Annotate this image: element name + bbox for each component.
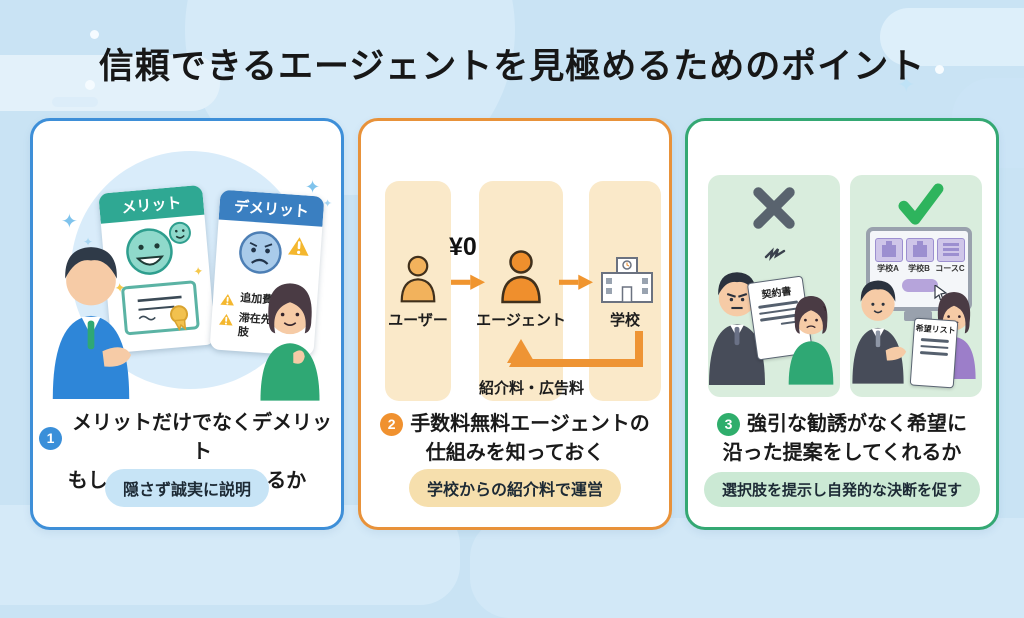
anger-mark-icon <box>764 247 786 261</box>
paper-line <box>920 338 949 343</box>
number-badge: 3 <box>717 412 740 436</box>
bg-wave-right <box>470 518 1024 618</box>
heading-line-1: メリットだけでなくデメリット <box>72 412 332 463</box>
sparkle-icon: ✦ <box>83 235 94 249</box>
option-label: 学校B <box>908 264 930 273</box>
worried-woman-illustration <box>788 295 834 385</box>
warning-icon <box>284 233 312 259</box>
panel-heading: 2 手数料無料エージェントの 仕組みを知っておく <box>367 409 663 468</box>
bad-example-card: 契約書 <box>708 175 840 397</box>
good-example-card: 学校A 学校B コースC <box>850 175 982 397</box>
sparkle-icon: ✦ <box>305 177 321 197</box>
agent-man-illustration <box>52 247 132 399</box>
summary-pill: 隠さず誠実に説明 <box>104 469 270 507</box>
sad-face-icon <box>239 231 312 274</box>
paper-line <box>920 344 949 349</box>
presenting-agent-illustration <box>852 280 907 384</box>
merit-demerit-illustration: ✦ ✦ ✦ ✦ メリット <box>43 131 333 401</box>
warning-icon <box>218 291 236 307</box>
certificate-icon <box>121 280 200 336</box>
node-label-agent: エージェント <box>476 312 566 329</box>
user-icon <box>400 255 436 303</box>
fee-label: ¥0 <box>449 233 477 261</box>
referral-return-arrow-icon <box>507 331 643 367</box>
pushy-agent-illustration <box>709 272 765 385</box>
demerit-item: 追加費用 <box>218 291 312 313</box>
arrow-right-icon <box>451 274 485 290</box>
sparkle-icon: ✦ <box>61 211 78 233</box>
school-icon <box>601 257 653 303</box>
sparkle-icon: ✦ <box>323 198 333 210</box>
svg-text:✦: ✦ <box>114 280 126 296</box>
select-button <box>902 279 938 292</box>
school-b-tile <box>906 238 934 262</box>
school-a-tile <box>875 238 903 262</box>
happy-woman-illustration <box>260 283 320 401</box>
panel-merit-demerit: ✦ ✦ ✦ ✦ メリット <box>30 118 344 530</box>
panel-heading: 3 強引な勧誘がなく希望に 沿った提案をしてくれるか <box>694 409 990 468</box>
merit-card: メリット ✦ ✦ <box>98 184 216 354</box>
heading-line-2: 仕組みを知っておく <box>425 441 605 464</box>
agent-icon <box>501 250 541 304</box>
panel-no-pressure: 契約書 <box>685 118 999 530</box>
building-icon <box>882 241 896 257</box>
node-label-school: 学校 <box>609 312 640 329</box>
heading-line-1: 手数料無料エージェントの <box>410 412 650 435</box>
building-icon <box>913 241 927 257</box>
happy-face-icon: ✦ ✦ <box>114 221 204 336</box>
list-icon <box>943 243 959 256</box>
wish-list-label: 希望リスト <box>915 323 956 336</box>
option-label: コースC <box>935 264 965 273</box>
proposal-illustration: 契約書 <box>698 131 986 399</box>
cross-icon <box>753 187 795 229</box>
course-c-tile <box>937 238 965 262</box>
demerit-card: デメリット 追加費用 <box>209 189 325 357</box>
referral-return-label: 紹介料・広告料 <box>479 380 585 397</box>
bg-dash <box>52 97 98 107</box>
summary-pill: 選択肢を提示し自発的な決断を促す <box>703 472 981 507</box>
heading-line-2: 沿った提案をしてくれるか <box>722 441 962 464</box>
node-label-user: ユーザー <box>388 312 448 329</box>
arrow-right-icon <box>559 274 593 290</box>
summary-pill: 学校からの紹介料で運営 <box>408 469 622 507</box>
monitor-stand <box>904 311 932 321</box>
heading-line-1: 強引な勧誘がなく希望に <box>747 412 967 435</box>
page-title: 信頼できるエージェントを見極めるためのポイント <box>98 47 926 86</box>
check-icon <box>898 183 944 225</box>
paper-line <box>919 351 949 356</box>
number-badge: 2 <box>380 412 404 436</box>
wish-list-paper: 希望リスト <box>909 317 959 389</box>
option-label: 学校A <box>877 264 899 273</box>
svg-text:✦: ✦ <box>193 264 204 279</box>
number-badge: 1 <box>39 426 62 450</box>
warning-icon <box>217 311 235 327</box>
panel-fee-structure: ¥0 ユーザー エージェント 学校 紹介料・広告料 2 手数料無料エージェントの… <box>358 118 672 530</box>
fee-flow-illustration: ¥0 ユーザー エージェント 学校 紹介料・広告料 <box>371 131 661 401</box>
demerit-item: 滞在先の選択肢 <box>216 311 310 345</box>
